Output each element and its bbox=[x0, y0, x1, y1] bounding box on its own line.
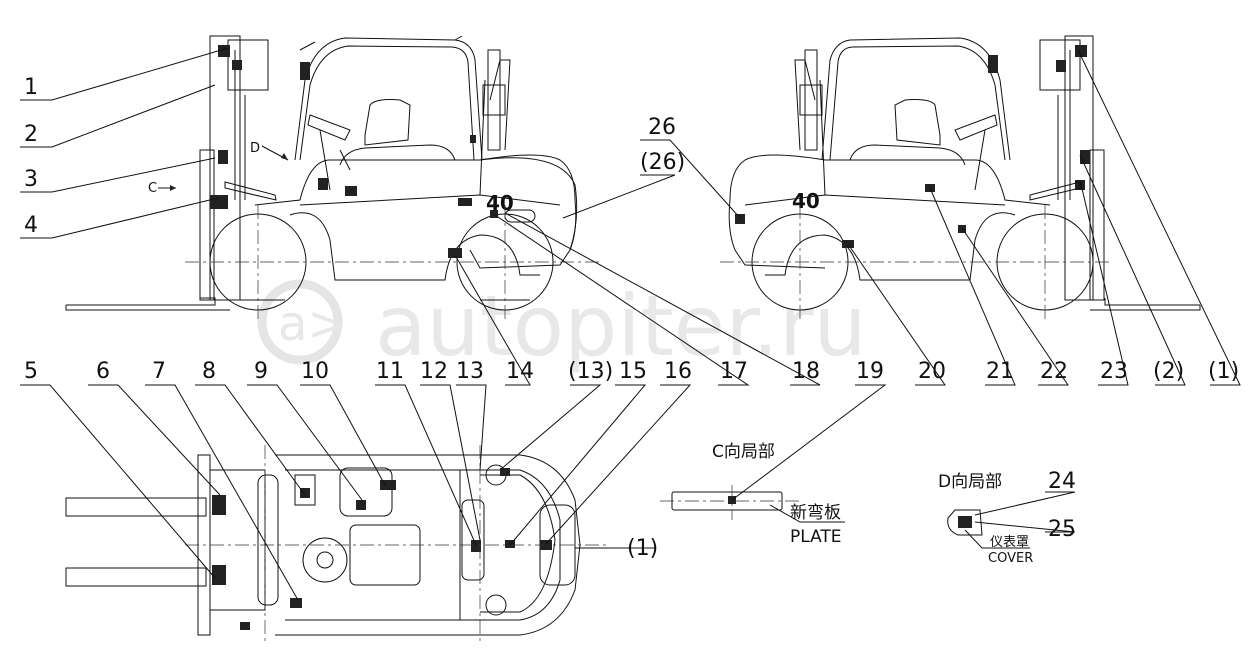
callout-8: 8 bbox=[202, 359, 216, 384]
callout-24: 24 bbox=[1048, 469, 1076, 494]
callout-leaders bbox=[20, 47, 1241, 601]
watermark-text: autopiter.ru bbox=[375, 277, 867, 375]
plate-label-cn: 新弯板 bbox=[790, 503, 841, 523]
callout-26-repeat: (26) bbox=[640, 150, 685, 175]
callout-3: 3 bbox=[24, 167, 38, 192]
callout-2: 2 bbox=[24, 122, 38, 147]
callout-22: 22 bbox=[1040, 359, 1068, 384]
callout-1: 1 bbox=[24, 75, 38, 100]
callout-25: 25 bbox=[1048, 517, 1076, 542]
right-side-view: 40 bbox=[720, 35, 1201, 320]
callout-15: 15 bbox=[619, 359, 647, 384]
capacity-badge-left: 40 bbox=[486, 191, 514, 215]
callout-19: 19 bbox=[856, 359, 884, 384]
detail-c-view: C向局部 新弯板 PLATE bbox=[660, 442, 845, 547]
callout-6: 6 bbox=[96, 359, 110, 384]
svg-text:a>: a> bbox=[278, 296, 348, 352]
callout-20: 20 bbox=[918, 359, 946, 384]
callout-18: 18 bbox=[792, 359, 820, 384]
callout-13: 13 bbox=[456, 359, 484, 384]
callout-14: 14 bbox=[506, 359, 534, 384]
callout-17: 17 bbox=[720, 359, 748, 384]
detail-c-title: C向局部 bbox=[712, 442, 775, 462]
callout-7: 7 bbox=[152, 359, 166, 384]
callout-numbers: 1 2 3 4 5 6 7 8 9 10 11 12 13 (13) 14 15… bbox=[24, 75, 1239, 561]
callout-2-repeat: (2) bbox=[1153, 359, 1184, 384]
callout-16: 16 bbox=[664, 359, 692, 384]
cover-label-cn: 仪表罩 bbox=[990, 535, 1029, 550]
callout-1-repeat-top: (1) bbox=[627, 536, 658, 561]
left-side-view: 40 D C bbox=[65, 35, 600, 320]
callout-5: 5 bbox=[24, 359, 38, 384]
callout-4: 4 bbox=[24, 213, 38, 238]
view-c-mark-left: C bbox=[148, 181, 157, 196]
callout-21: 21 bbox=[986, 359, 1014, 384]
callout-13-repeat: (13) bbox=[568, 359, 613, 384]
watermark: a> autopiter.ru bbox=[257, 277, 867, 375]
callout-9: 9 bbox=[254, 359, 268, 384]
callout-26: 26 bbox=[648, 115, 676, 140]
view-d-mark-left: D bbox=[250, 141, 260, 156]
top-view bbox=[65, 445, 610, 645]
callout-12: 12 bbox=[420, 359, 448, 384]
callout-23: 23 bbox=[1100, 359, 1128, 384]
callout-11: 11 bbox=[376, 359, 404, 384]
callout-10: 10 bbox=[301, 359, 329, 384]
detail-d-title: D向局部 bbox=[938, 472, 1002, 492]
capacity-badge-right: 40 bbox=[792, 189, 820, 213]
cover-label-en: COVER bbox=[988, 551, 1033, 566]
plate-label-en: PLATE bbox=[790, 527, 842, 547]
detail-d-view: D向局部 仪表罩 COVER bbox=[938, 472, 1033, 566]
callout-1-repeat-side: (1) bbox=[1208, 359, 1239, 384]
